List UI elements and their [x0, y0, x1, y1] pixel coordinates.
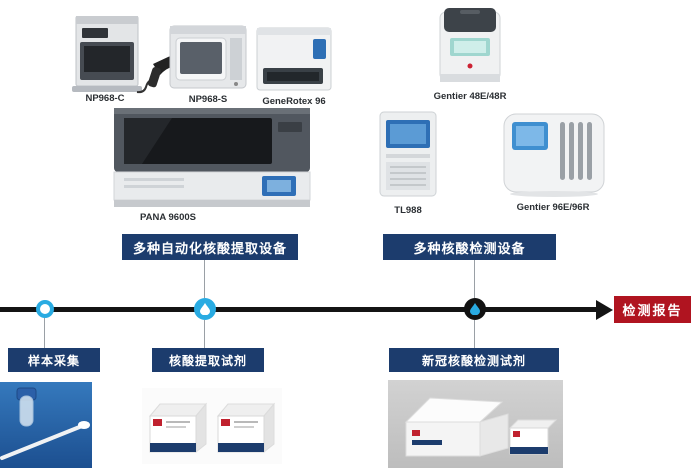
connector-detection-to-node: [474, 260, 475, 298]
np968s-illustration: [169, 25, 247, 89]
pana9600s-label: PANA 9600S: [140, 212, 196, 223]
droplet-icon: [470, 303, 480, 315]
gentier96-image: [502, 106, 606, 198]
step-sample-collection: 样本采集: [8, 348, 100, 372]
connector-extraction-to-node: [204, 260, 205, 298]
gentier96-label: Gentier 96E/96R: [516, 202, 590, 213]
extraction-reagent-photo: [142, 388, 282, 464]
tl988-label: TL988: [394, 205, 422, 216]
droplet-icon: [200, 303, 210, 315]
np968s-image: [168, 24, 248, 94]
gentier48-image: [436, 6, 504, 88]
timeline-node-detection: [464, 298, 486, 320]
gentier48-label: Gentier 48E/48R: [433, 91, 507, 102]
extraction-group-label: 多种自动化核酸提取设备: [122, 234, 298, 260]
step-extraction-reagent: 核酸提取试剂: [152, 348, 264, 372]
np968c-label: NP968-C: [85, 93, 125, 104]
detection-reagent-illustration: [388, 380, 563, 468]
timeline-node-sample: [36, 300, 54, 318]
gentier96-illustration: [503, 113, 605, 197]
detection-group-label: 多种核酸检测设备: [383, 234, 556, 260]
tl988-illustration: [379, 111, 437, 197]
timeline-line: [0, 307, 598, 312]
timeline-node-extraction: [194, 298, 216, 320]
step-detection-reagent: 新冠核酸检测试剂: [389, 348, 559, 372]
np968c-image: [72, 16, 142, 94]
np968s-label: NP968-S: [188, 94, 228, 105]
connector-node-to-detection-reagent: [474, 320, 475, 348]
pana9600s-illustration: [113, 108, 311, 207]
pana9600s-image: [112, 106, 312, 210]
tl988-image: [378, 110, 438, 200]
sample-collection-photo: [0, 382, 92, 468]
generotex96-illustration: [256, 27, 332, 91]
np968c-illustration: [72, 16, 142, 92]
report-box: 检测报告: [614, 296, 691, 323]
timeline-arrow-icon: [596, 300, 613, 320]
detection-reagent-photo: [388, 380, 563, 468]
generotex96-label: GeneRotex 96: [262, 96, 326, 107]
extraction-reagent-illustration: [142, 388, 282, 464]
gentier48-illustration: [439, 8, 501, 82]
connector-node-to-sample: [44, 317, 45, 348]
sample-collection-illustration: [0, 382, 92, 468]
connector-node-to-extraction-reagent: [204, 320, 205, 348]
generotex96-image: [255, 26, 333, 94]
